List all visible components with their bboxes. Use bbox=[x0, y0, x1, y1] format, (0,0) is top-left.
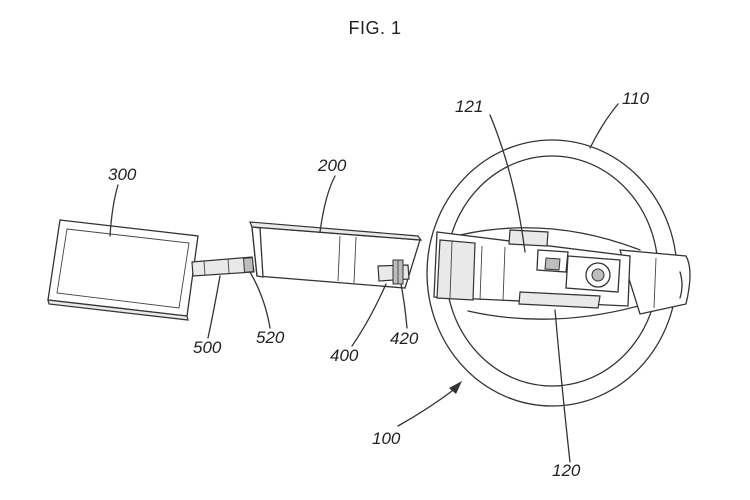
label-520: 520 bbox=[256, 328, 285, 347]
label-100: 100 bbox=[372, 429, 401, 448]
label-420: 420 bbox=[390, 329, 419, 348]
label-110: 110 bbox=[622, 89, 650, 108]
display-monitor-300 bbox=[47, 219, 199, 321]
label-200: 200 bbox=[317, 156, 347, 175]
label-121: 121 bbox=[455, 97, 483, 116]
bracket-400 bbox=[377, 259, 410, 285]
label-500: 500 bbox=[193, 338, 222, 357]
label-120: 120 bbox=[552, 461, 581, 480]
leader-lines bbox=[109, 103, 619, 463]
label-400: 400 bbox=[330, 346, 359, 365]
arrow-100 bbox=[397, 381, 462, 427]
label-300: 300 bbox=[108, 165, 137, 184]
hub-assembly-120 bbox=[433, 229, 631, 309]
figure-title: FIG. 1 bbox=[348, 18, 402, 38]
column-housing bbox=[619, 249, 691, 315]
arm-500 bbox=[191, 256, 255, 277]
